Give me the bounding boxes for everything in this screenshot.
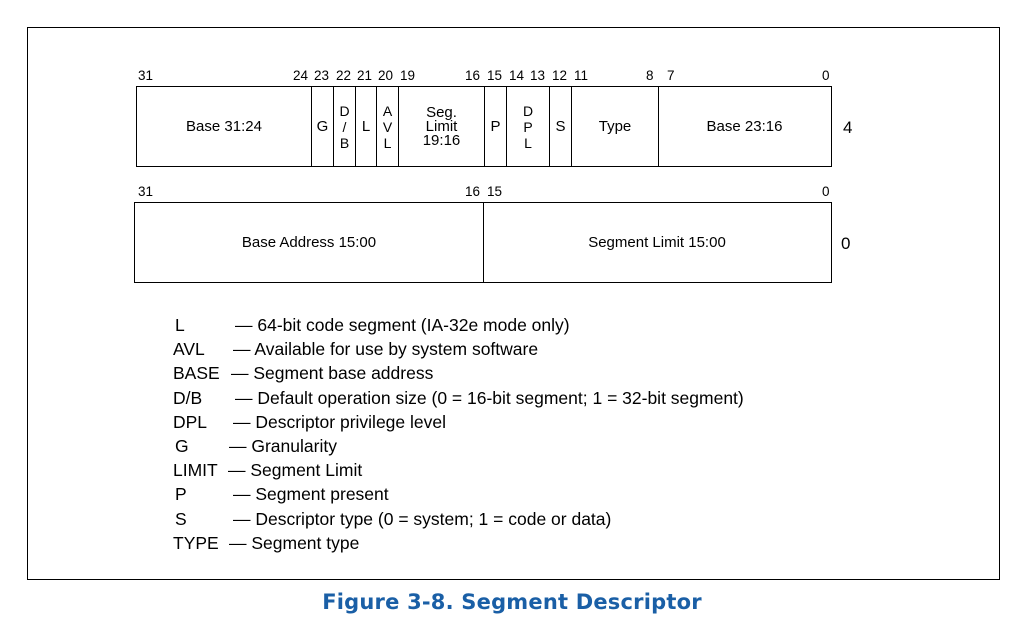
type-field: Type [572,87,659,166]
legend-desc: — Segment Limit [228,460,363,481]
bit-number: 8 [646,68,654,83]
bit-number: 19 [400,68,416,83]
bit-number: 31 [138,184,154,199]
legend-abbr: BASE [173,363,220,384]
legend: L — 64-bit code segment (IA-32e mode onl… [173,313,744,555]
figure-frame [27,27,1000,580]
base-address-15-00-field: Base Address 15:00 [135,203,484,282]
legend-desc: — Available for use by system software [233,339,539,360]
field-label: L [524,134,532,151]
legend-row-g: G — Granularity [173,434,744,458]
legend-abbr: P [175,484,187,505]
legend-desc: — Segment type [229,532,360,553]
bit-number: 11 [574,68,589,83]
field-label: Base 31:24 [186,118,262,135]
l-field: L [356,87,377,166]
legend-row-type: TYPE — Segment type [173,531,744,555]
field-label: L [383,134,392,151]
legend-row-s: S — Descriptor type (0 = system; 1 = cod… [173,507,744,531]
legend-row-avl: AVL — Available for use by system softwa… [173,337,744,361]
field-label: B [339,134,350,151]
field-label: D [339,102,350,119]
bit-number: 12 [552,68,568,83]
legend-row-dpl: DPL — Descriptor privilege level [173,410,744,434]
legend-row-base: BASE — Segment base address [173,361,744,385]
legend-abbr: TYPE [173,532,219,553]
field-label: V [382,118,393,135]
bit-number: 0 [822,184,830,199]
legend-abbr: L [175,315,185,335]
bit-number: 23 [314,68,330,83]
segment-limit-15-00-field: Segment Limit 15:00 [484,203,830,282]
bit-number: 16 [465,184,481,199]
bit-number: 14 [509,68,525,83]
legend-desc: — Descriptor type (0 = system; 1 = code … [233,508,612,529]
legend-abbr: AVL [173,339,205,360]
db-field: D / B [334,87,356,166]
field-label: S [555,118,566,135]
legend-desc: — Segment present [233,484,389,505]
field-label: Type [598,118,632,135]
field-label: D [522,102,534,119]
avl-field: A V L [377,87,399,166]
field-label: Base 23:16 [706,118,783,135]
field-label: P [523,118,533,135]
legend-desc: — Segment base address [231,363,434,384]
bit-number: 0 [822,68,830,83]
bit-number: 24 [293,68,309,83]
seg-limit-19-16-field: Seg. Limit 19:16 [399,87,485,166]
legend-row-p: P — Segment present [173,482,744,506]
dpl-field: D P L [507,87,550,166]
legend-row-db: D/B — Default operation size (0 = 16-bit… [173,386,744,410]
p-field: P [485,87,507,166]
legend-abbr: G [175,436,189,457]
high-dword-register: Base 31:24 G D / B L A V L Seg. Limit 19… [136,86,832,167]
bit-number: 21 [357,68,373,83]
low-dword-offset: 0 [841,234,851,253]
bit-number: 22 [336,68,352,83]
legend-desc: — 64-bit code segment (IA-32e mode only) [235,315,570,335]
legend-desc: — Granularity [229,436,337,457]
bit-number: 13 [530,68,546,83]
bit-number: 7 [667,68,675,83]
field-label: Base Address 15:00 [241,234,377,251]
legend-abbr: DPL [173,411,208,432]
g-field: G [312,87,334,166]
legend-abbr: LIMIT [173,460,218,481]
bit-number: 31 [138,68,154,83]
base-31-24-field: Base 31:24 [137,87,312,166]
field-label: Segment Limit 15:00 [588,234,726,251]
bit-number: 16 [465,68,481,83]
high-dword-offset: 4 [843,118,853,137]
field-label: G [316,118,329,135]
field-label: P [490,118,501,135]
bit-number: 15 [487,184,503,199]
field-label: Limit [425,117,458,135]
base-23-16-field: Base 23:16 [659,87,830,166]
figure-caption: Figure 3-8. Segment Descriptor [322,590,702,614]
legend-abbr: D/B [173,387,203,408]
bit-number: 20 [378,68,394,83]
legend-abbr: S [175,508,187,529]
legend-row-l: L — 64-bit code segment (IA-32e mode onl… [173,313,744,337]
s-field: S [550,87,572,166]
legend-desc: — Descriptor privilege level [233,411,446,432]
legend-desc: — Default operation size (0 = 16-bit seg… [235,387,744,408]
field-label: Seg. [426,103,457,121]
field-label: 19:16 [422,131,461,149]
bit-number: 15 [487,68,503,83]
low-dword-register: Base Address 15:00 Segment Limit 15:00 [134,202,832,283]
field-label: L [361,118,371,135]
field-label: A [382,102,393,119]
legend-row-limit: LIMIT — Segment Limit [173,458,744,482]
field-label: / [342,118,347,135]
